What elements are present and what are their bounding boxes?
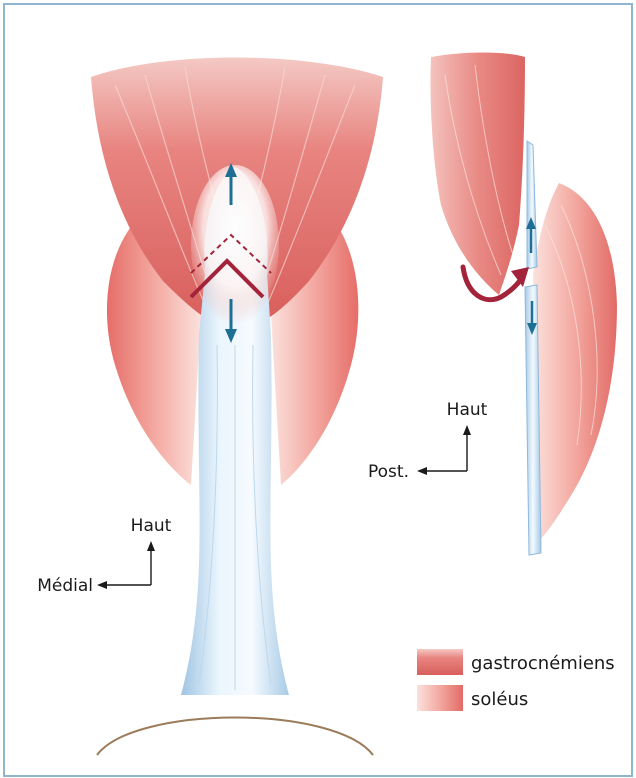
main-orientation-axis: Haut Médial bbox=[37, 516, 171, 596]
anatomy-illustration: Haut Médial bbox=[5, 5, 631, 775]
main-heel-outline bbox=[97, 718, 373, 756]
side-calf-view: Haut Post. bbox=[368, 53, 617, 556]
legend: gastrocnémiens soléus bbox=[417, 649, 615, 711]
side-axis-side-label: Post. bbox=[368, 462, 409, 482]
side-orientation-axis: Haut Post. bbox=[368, 400, 488, 482]
legend-item-soleus: soléus bbox=[417, 685, 528, 711]
side-axis-up-label: Haut bbox=[447, 400, 488, 420]
legend-item-gastrocnemiens: gastrocnémiens bbox=[417, 649, 615, 675]
main-aponeurosis-highlight bbox=[191, 165, 279, 325]
main-axis-side-label: Médial bbox=[37, 576, 93, 596]
legend-swatch-gastrocnemiens bbox=[417, 649, 463, 675]
legend-label-soleus: soléus bbox=[471, 689, 528, 710]
main-axis-up-label: Haut bbox=[131, 516, 172, 536]
main-calf-view: Haut Médial bbox=[37, 58, 383, 756]
figure-frame: Haut Médial bbox=[3, 3, 633, 777]
legend-swatch-soleus bbox=[417, 685, 463, 711]
legend-label-gastrocnemiens: gastrocnémiens bbox=[471, 653, 615, 674]
